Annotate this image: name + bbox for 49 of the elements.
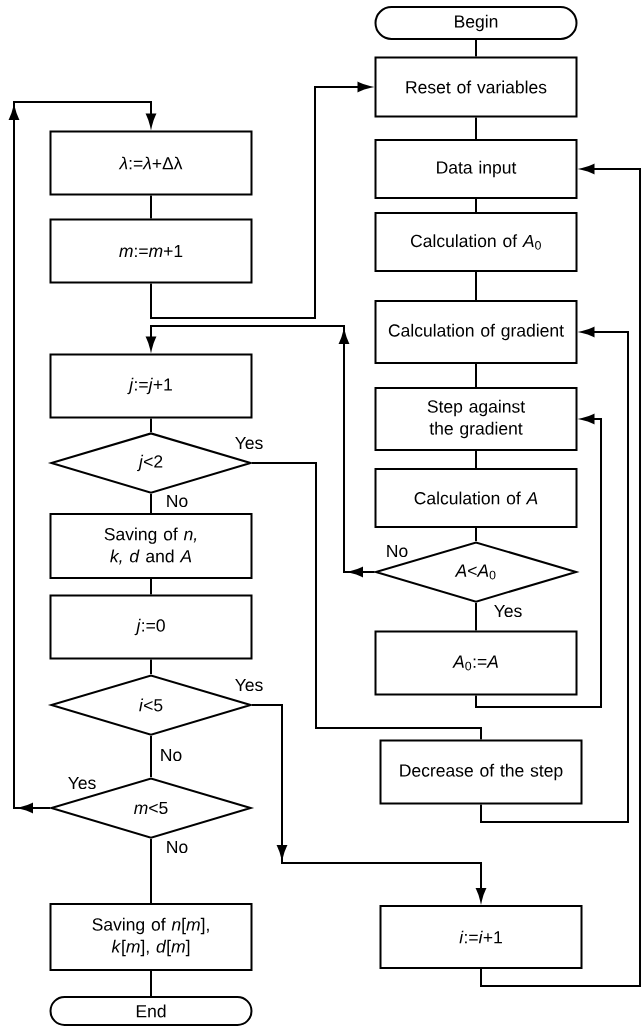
connector-line [475, 198, 477, 213]
process-box: i:=i+1 [379, 905, 583, 969]
edge-label: Yes [235, 678, 263, 692]
connector-line [150, 578, 152, 596]
process-box: m:=m+1 [49, 218, 253, 284]
connector-line [150, 838, 152, 904]
edge-label: Yes [235, 436, 263, 450]
connector-line [150, 658, 152, 675]
edge-label: No [167, 494, 188, 508]
connector-line [251, 462, 482, 741]
edge-label: No [161, 748, 182, 762]
process-box: Reset of variables [374, 56, 578, 118]
process-box: Data input [374, 139, 578, 199]
arrow [146, 325, 376, 577]
arrow [475, 414, 602, 708]
process-box: Step against the gradient [374, 387, 578, 451]
connector-line [150, 417, 152, 433]
process-box: Calculation of A$_{0}$ [374, 212, 578, 272]
connector-line [475, 116, 477, 140]
process-box: Decrease of the step [379, 739, 583, 805]
terminal-box: Begin [374, 6, 578, 40]
process-box: A$_{0}$:=A [374, 630, 578, 696]
connector-line [475, 363, 477, 388]
process-box: λ:=λ+Δλ [49, 130, 253, 196]
process-box: j:=0 [49, 594, 253, 660]
process-box: j:=j+1 [49, 353, 253, 419]
connector-line [475, 271, 477, 301]
terminal-box: End [49, 996, 253, 1026]
edge-label: Yes [68, 776, 96, 790]
process-box: Saving of n, k, d and A [49, 513, 253, 579]
process-box: Calculation of A [374, 468, 578, 528]
arrow [480, 327, 629, 823]
arrow [9, 101, 156, 813]
edge-label: No [387, 544, 408, 558]
connector-line [150, 735, 152, 778]
connector-line [475, 527, 477, 542]
arrow [150, 82, 371, 319]
connector-line [150, 493, 152, 514]
connector-line [150, 194, 152, 220]
edge-label: No [167, 840, 188, 854]
arrow [480, 164, 641, 987]
connector-line [475, 602, 477, 632]
process-box: Saving of n[m], k[m], d[m] [49, 903, 253, 971]
connector-line [150, 970, 152, 997]
process-box: Calculation of gradient [374, 300, 578, 364]
arrow [251, 704, 486, 902]
connector-line [475, 450, 477, 469]
edge-label: Yes [494, 604, 522, 618]
connector-line [475, 39, 477, 58]
